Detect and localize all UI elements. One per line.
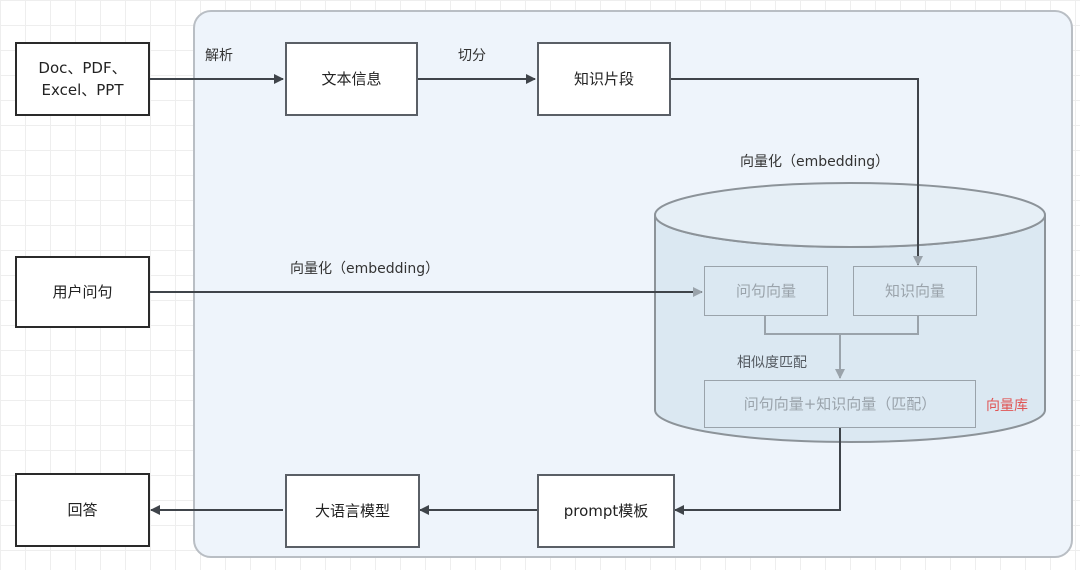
- question-vector-node: 问句向量: [704, 266, 828, 316]
- match-result-node: 问句向量+知识向量（匹配）: [704, 380, 976, 428]
- vector-db-cylinder: [654, 182, 1046, 443]
- vector-db-label: 向量库: [986, 398, 1028, 414]
- text-info-node: 文本信息: [285, 42, 418, 116]
- edge-label-embed-top: 向量化（embedding）: [740, 154, 890, 170]
- edge-embed-knowledge: [671, 78, 923, 266]
- knowledge-chunk-node: 知识片段: [537, 42, 671, 116]
- source-documents-line1: Doc、PDF、: [38, 59, 127, 77]
- edge-label-parse: 解析: [205, 48, 233, 64]
- knowledge-vector-node: 知识向量: [853, 266, 977, 316]
- source-documents-node: Doc、PDF、 Excel、PPT: [15, 42, 150, 116]
- edge-merge: [764, 316, 919, 335]
- llm-node: 大语言模型: [285, 474, 420, 548]
- edge-label-similarity: 相似度匹配: [737, 355, 807, 371]
- edge-label-split: 切分: [458, 48, 486, 64]
- edge-label-embed-user: 向量化（embedding）: [290, 261, 440, 277]
- user-question-node: 用户问句: [15, 256, 150, 328]
- edge-to-prompt: [674, 428, 841, 515]
- prompt-template-node: prompt模板: [537, 474, 675, 548]
- source-documents-line2: Excel、PPT: [41, 81, 124, 99]
- answer-node: 回答: [15, 473, 150, 547]
